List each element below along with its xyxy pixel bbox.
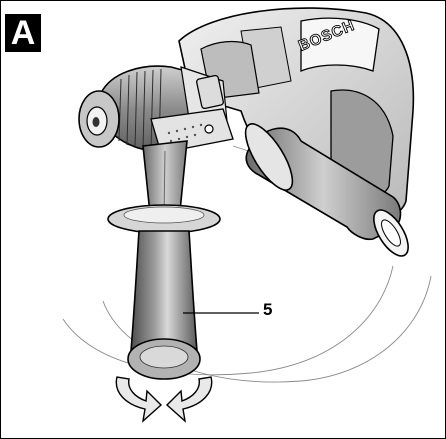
rotation-arrow-right-icon — [165, 376, 213, 423]
callout-number: 5 — [263, 300, 273, 319]
rotation-arrow-left-icon — [115, 376, 163, 423]
auxiliary-handle — [107, 204, 221, 380]
side-handle-horizontal — [244, 123, 409, 257]
figure-label-badge: A — [5, 14, 41, 52]
brand-text: BOSCH — [296, 17, 357, 55]
